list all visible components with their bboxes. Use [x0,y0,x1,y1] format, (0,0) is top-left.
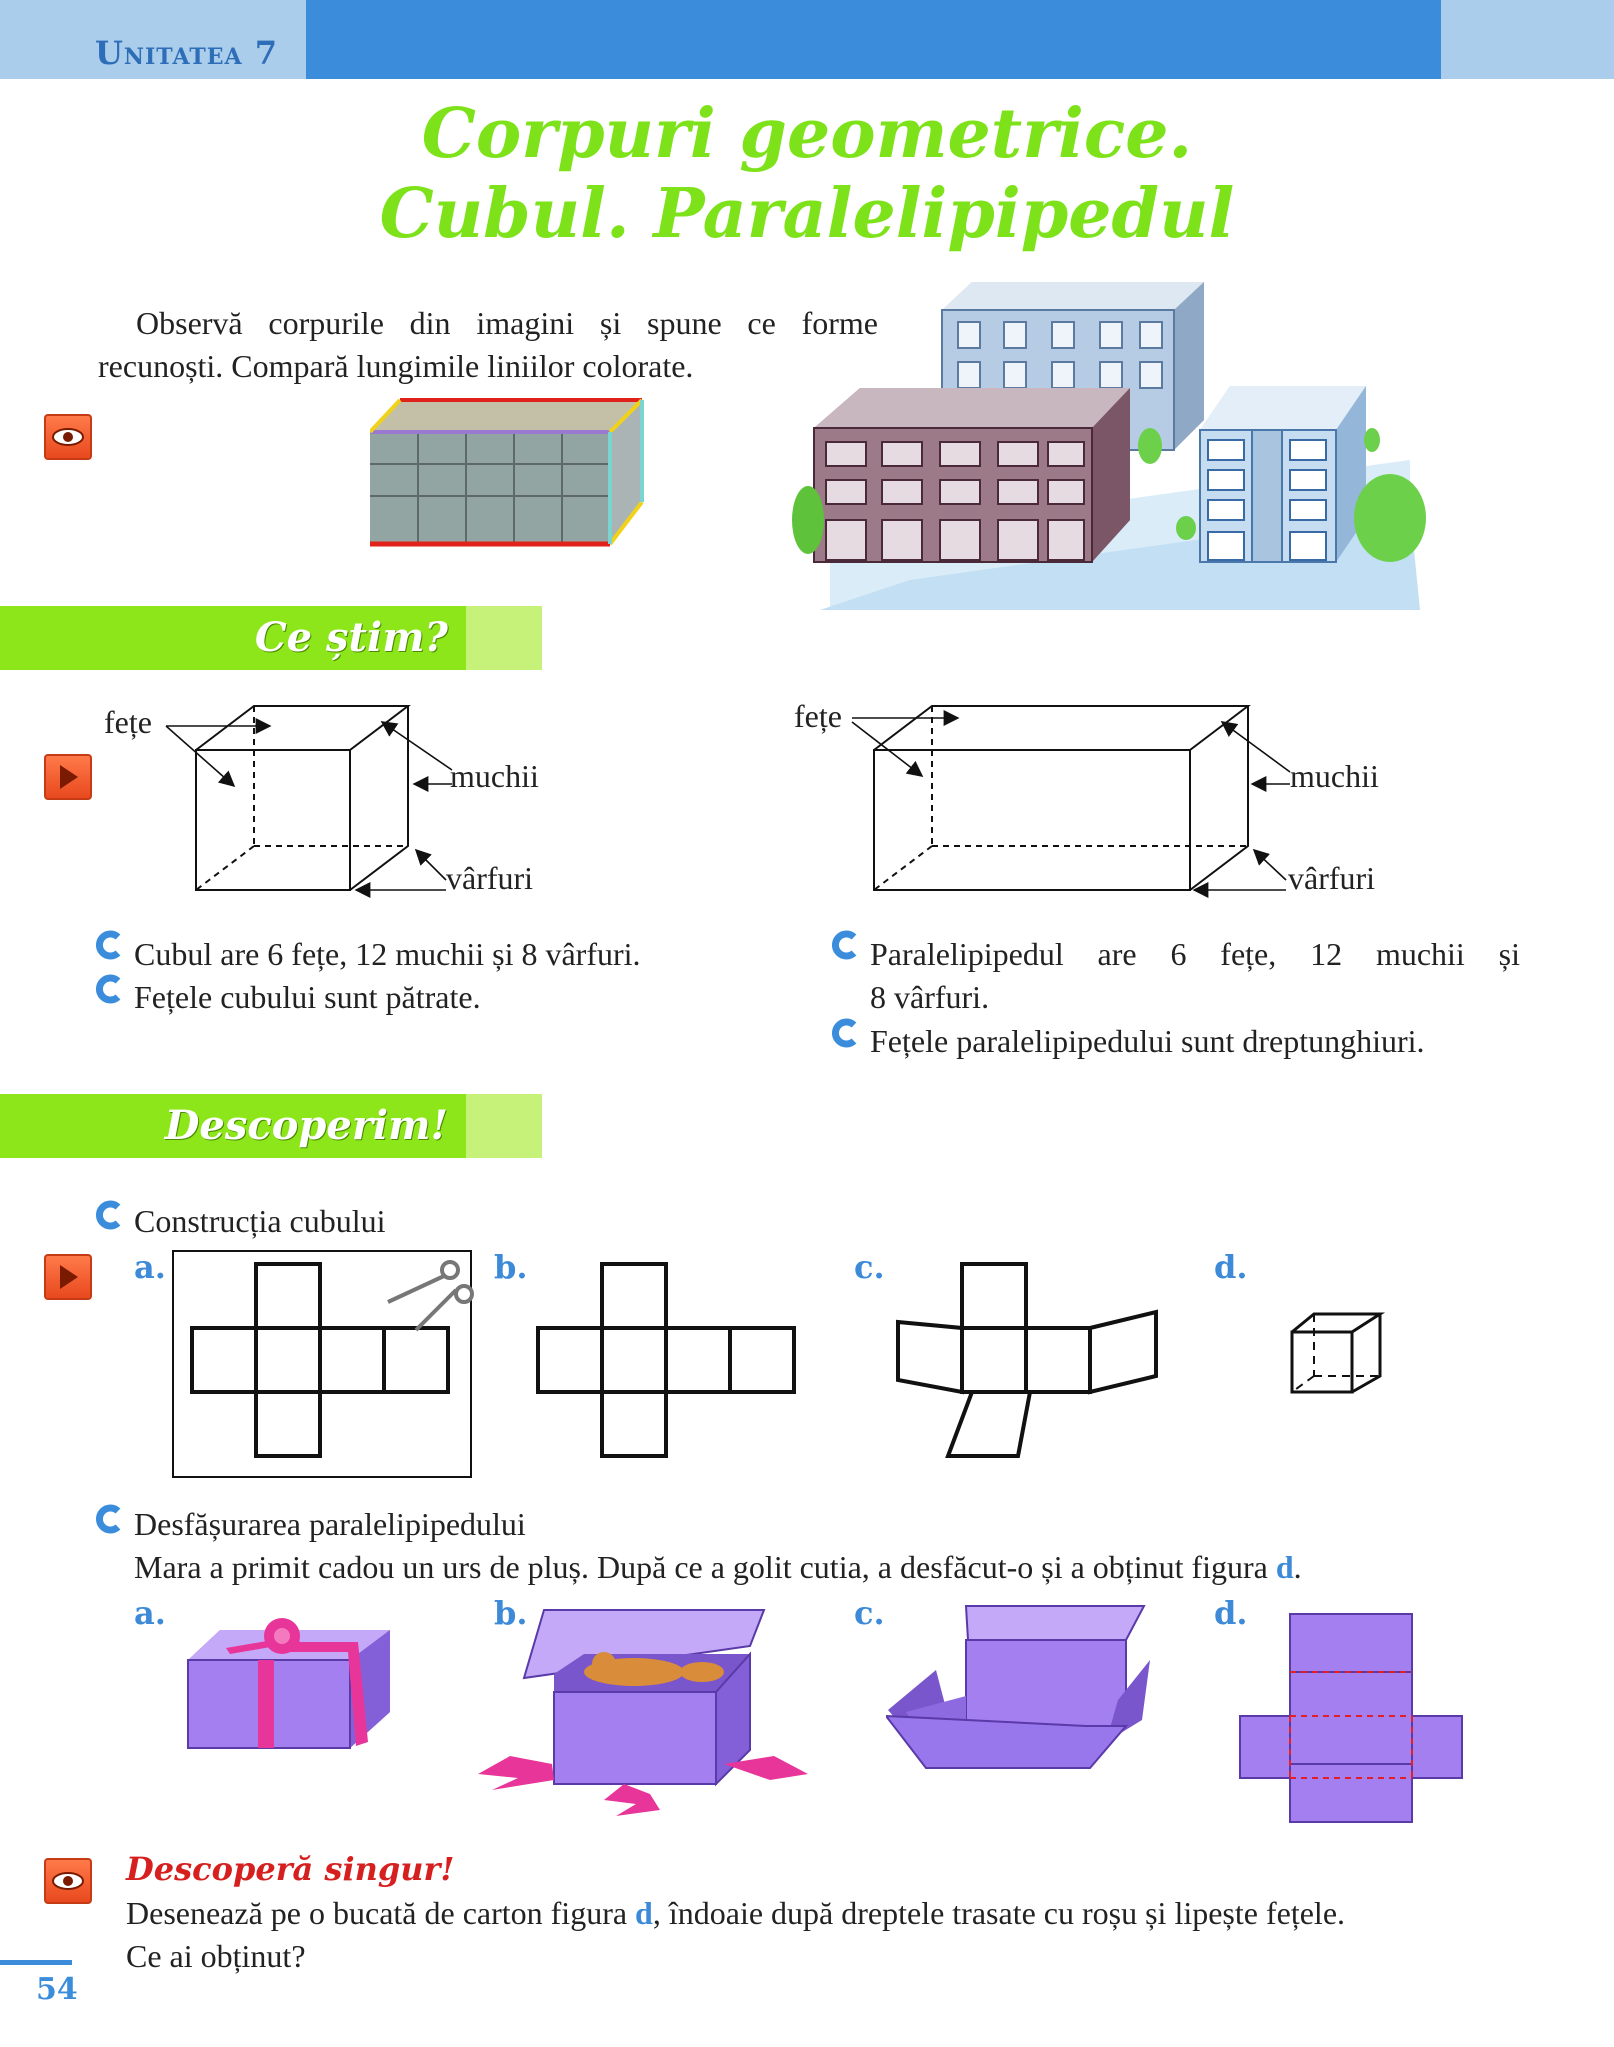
c-bullet-icon [96,1504,121,1534]
cube-net-b [536,1262,796,1458]
c-bullet-icon [832,930,857,960]
header-left-band [0,0,306,79]
section-heading-ce-stim: Ce știm? [254,614,448,661]
open-box-with-teddy [478,1609,808,1816]
section-band-tail [466,1094,542,1158]
cube-fact-2: Fețele cubului sunt pătrate. [134,979,481,1015]
play-icon[interactable] [44,754,92,800]
page-number: 54 [36,1972,78,2007]
cube-label-muchii: muchii [450,758,539,794]
unfolding-label-a: a. [134,1594,166,1632]
c-bullet-icon [96,1200,121,1230]
play-icon[interactable] [44,1254,92,1300]
construction-label-c: c. [854,1248,885,1286]
cuboid-diagram [851,705,1258,891]
cuboid-label-muchii: muchii [1290,758,1379,794]
singur-question: Ce ai obținut? [126,1938,306,1974]
intro-line2: recunoști. Compară lungimile liniilor co… [98,348,694,384]
section-heading-descoperim: Descoperim! [164,1102,448,1149]
cuboid-label-fete: fețe [794,698,842,734]
singur-ref: d [635,1895,653,1931]
singur-text-a: Desenează pe o bucată de carton figura [126,1895,628,1931]
cuboid-label-varfuri: vârfuri [1288,860,1376,896]
cube-label-fete: fețe [104,704,152,740]
unfolding-label-c: c. [854,1594,885,1632]
construction-title: Construcția cubului [134,1203,386,1239]
intro-line1: Observă corpurile din imagini și spune c… [136,305,878,341]
page-title-line2: Cubul. Paralelipipedul [379,174,1235,254]
singur-text-b: , îndoaie după dreptele trasate cu roșu … [652,1895,1346,1931]
construction-label-a: a. [134,1248,166,1286]
scissors-icon [387,1260,474,1332]
singur-text: Desenează pe o bucată de carton figura d… [126,1892,1596,1935]
cuboid-fact-1a: Paralelipipedul are 6 fețe, 12 muchii și [870,936,1520,972]
cuboid-net-d [1239,1613,1463,1823]
unfolding-title: Desfășurarea paralelipipedului [134,1506,526,1542]
header-main-band [306,0,1441,79]
cuboid-diagram-arrows [1192,721,1291,898]
unfolding-ref: d [1275,1549,1294,1585]
page-number-bar [0,1960,72,1965]
gift-box-closed [187,1618,390,1749]
construction-label-b: b. [494,1248,528,1286]
cuboid-fact-1b: 8 vârfuri. [870,979,990,1015]
section-band-tail [466,606,542,670]
cube-diagram [165,705,453,898]
c-bullet-icon [832,1018,857,1048]
header-right-band [1441,0,1614,79]
unfolding-text-body: Mara a primit cadou un urs de pluș. După… [134,1549,1268,1585]
section-band-descoperim [0,1094,466,1158]
cube-label-varfuri: vârfuri [446,860,534,896]
cube-small-d [1290,1312,1386,1394]
unfolding-end: . [1293,1549,1302,1585]
cube-net-c-folding [896,1262,1158,1458]
page-title-line1: Corpuri geometrice. [421,94,1193,174]
building-block-illustration [370,398,644,547]
singur-title: Descoperă singur! [126,1850,455,1888]
city-buildings-illustration [792,282,1426,610]
unfolding-label-d: d. [1214,1594,1248,1632]
section-band-ce-stim [0,606,466,670]
unit-label: Unitatea 7 [95,34,278,72]
eye-icon[interactable] [44,1858,92,1904]
c-bullet-icon [96,930,121,960]
unfolding-box-open [886,1605,1150,1769]
unfolding-text: Mara a primit cadou un urs de pluș. După… [134,1546,1574,1589]
unfolding-label-b: b. [494,1594,528,1632]
c-bullet-icon [96,974,121,1004]
eye-icon[interactable] [44,414,92,460]
cuboid-fact-2: Fețele paralelipipedului sunt dreptunghi… [870,1023,1425,1059]
cube-fact-1: Cubul are 6 fețe, 12 muchii și 8 vârfuri… [134,936,641,972]
construction-label-d: d. [1214,1248,1248,1286]
cube-net-a-with-scissors [172,1250,474,1478]
